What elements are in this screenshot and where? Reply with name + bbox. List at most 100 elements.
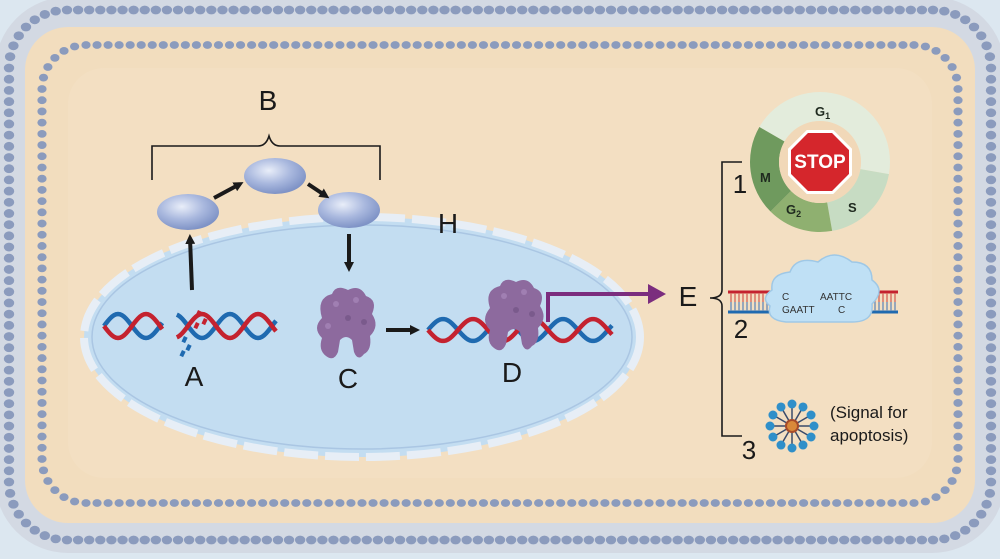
membrane-outer-head — [794, 535, 805, 545]
membrane-inner-head — [951, 73, 962, 82]
membrane-inner-head — [953, 298, 963, 306]
membrane-outer-head — [3, 85, 15, 95]
membrane-inner-head — [180, 41, 190, 49]
membrane-outer-head — [985, 97, 997, 106]
membrane-outer-head — [3, 376, 15, 386]
membrane-outer-head — [772, 535, 783, 545]
membrane-inner-head — [434, 41, 444, 49]
membrane-outer-head — [739, 535, 750, 545]
apoptosis-node — [768, 410, 778, 420]
membrane-outer-head — [985, 164, 997, 174]
membrane-outer-head — [3, 276, 15, 286]
membrane-inner-head — [887, 41, 897, 49]
membrane-outer-head — [283, 5, 295, 15]
membrane-inner-head — [611, 41, 621, 49]
membrane-outer-head — [727, 535, 739, 545]
membrane-inner-head — [953, 432, 963, 441]
membrane-inner-head — [765, 41, 776, 49]
membrane-inner-head — [368, 499, 378, 507]
membrane-outer-head — [505, 535, 517, 545]
membrane-outer-head — [705, 535, 717, 545]
membrane-outer-head — [8, 41, 19, 51]
label-c: C — [338, 363, 358, 394]
membrane-outer-head — [372, 5, 384, 15]
membrane-outer-head — [3, 220, 15, 230]
membrane-outer-head — [50, 534, 61, 544]
membrane-inner-head — [357, 499, 367, 507]
membrane-inner-head — [622, 41, 632, 49]
membrane-outer-head — [985, 388, 997, 397]
membrane-outer-head — [827, 535, 839, 545]
membrane-outer-head — [3, 455, 15, 465]
membrane-outer-head — [294, 535, 306, 545]
membrane-inner-head — [953, 219, 963, 228]
membrane-outer-head — [968, 22, 980, 32]
membrane-inner-head — [511, 41, 522, 49]
membrane-inner-head — [699, 41, 709, 49]
membrane-outer-head — [450, 5, 461, 15]
membrane-outer-head — [3, 410, 15, 420]
apoptosis-node — [809, 421, 819, 431]
membrane-inner-head — [191, 499, 201, 507]
m-phase-arc — [750, 127, 792, 212]
membrane-inner-head — [909, 41, 919, 49]
membrane-outer-head — [239, 5, 250, 15]
membrane-outer-head — [985, 376, 997, 386]
membrane-inner-head — [37, 443, 47, 452]
membrane-outer-head — [95, 535, 106, 545]
membrane-outer-head — [4, 488, 16, 498]
membrane-inner-head — [721, 41, 731, 49]
membrane-inner-head — [136, 499, 146, 507]
membrane-outer-head — [960, 15, 971, 25]
membrane-inner-head — [368, 41, 378, 49]
membrane-inner-head — [50, 53, 60, 62]
membrane-outer-head — [985, 421, 997, 431]
membrane-inner-head — [953, 376, 963, 385]
membrane-outer-head — [472, 535, 483, 545]
membrane-inner-head — [390, 41, 400, 49]
apoptosis-core — [785, 419, 799, 433]
membrane-outer-head — [981, 41, 992, 51]
membrane-outer-head — [250, 535, 261, 545]
membrane-outer-head — [985, 410, 997, 420]
membrane-inner-head — [50, 486, 60, 495]
membrane-inner-head — [953, 342, 963, 351]
membrane-inner-head — [81, 41, 91, 49]
membrane-inner-head — [677, 41, 687, 49]
apoptosis-node — [776, 402, 786, 412]
membrane-inner-head — [401, 499, 411, 507]
membrane-inner-head — [688, 499, 698, 507]
membrane-inner-head — [235, 41, 246, 49]
membrane-outer-head — [783, 535, 794, 545]
membrane-outer-head — [3, 209, 15, 218]
dna-fragment — [179, 350, 186, 358]
membrane-outer-head — [628, 535, 639, 545]
membrane-inner-head — [280, 499, 290, 507]
membrane-inner-head — [940, 486, 950, 495]
membrane-inner-head — [953, 331, 963, 340]
membrane-outer-head — [20, 518, 32, 528]
apoptosis-node — [787, 443, 797, 453]
membrane-outer-head — [872, 5, 883, 15]
membrane-inner-head — [423, 41, 433, 49]
membrane-outer-head — [228, 5, 239, 15]
membrane-outer-head — [894, 5, 905, 15]
membrane-outer-head — [3, 242, 15, 252]
membrane-outer-head — [417, 535, 428, 545]
g1-phase-arc — [759, 92, 890, 175]
membrane-inner-head — [324, 41, 334, 49]
membrane-outer-head — [750, 535, 761, 545]
membrane-outer-head — [694, 535, 706, 545]
membrane-outer-head — [927, 535, 939, 545]
membrane-outer-head — [417, 5, 428, 15]
membrane-inner-head — [456, 499, 466, 507]
membrane-outer-head — [294, 5, 306, 15]
membrane-inner-head — [940, 53, 950, 62]
membrane-outer-head — [985, 287, 997, 297]
membrane-outer-head — [761, 535, 772, 545]
membrane-outer-head — [439, 5, 450, 15]
membrane-inner-head — [578, 41, 588, 49]
membrane-outer-head — [39, 9, 51, 19]
membrane-outer-head — [985, 175, 997, 185]
